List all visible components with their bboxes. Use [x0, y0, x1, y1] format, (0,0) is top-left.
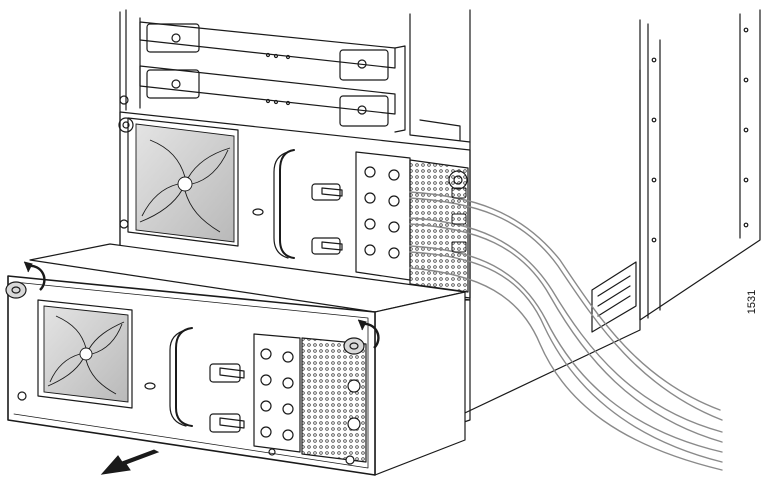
rotate-screw-icon: [23, 261, 380, 349]
module-terminals: [260, 348, 294, 441]
fan-icon: [135, 123, 235, 243]
arrow-removal-icon: [100, 449, 160, 475]
module-connectors: [209, 363, 245, 433]
figure-number: 1531: [742, 280, 762, 324]
fan-icon-module: [43, 305, 129, 403]
thumbscrew-icon: [5, 281, 365, 355]
installed-terminals: [364, 166, 400, 259]
power-cables: [409, 191, 723, 471]
side-panel: [591, 9, 761, 333]
installed-connectors: [311, 183, 343, 255]
figure-number-text: 1531: [746, 289, 758, 315]
